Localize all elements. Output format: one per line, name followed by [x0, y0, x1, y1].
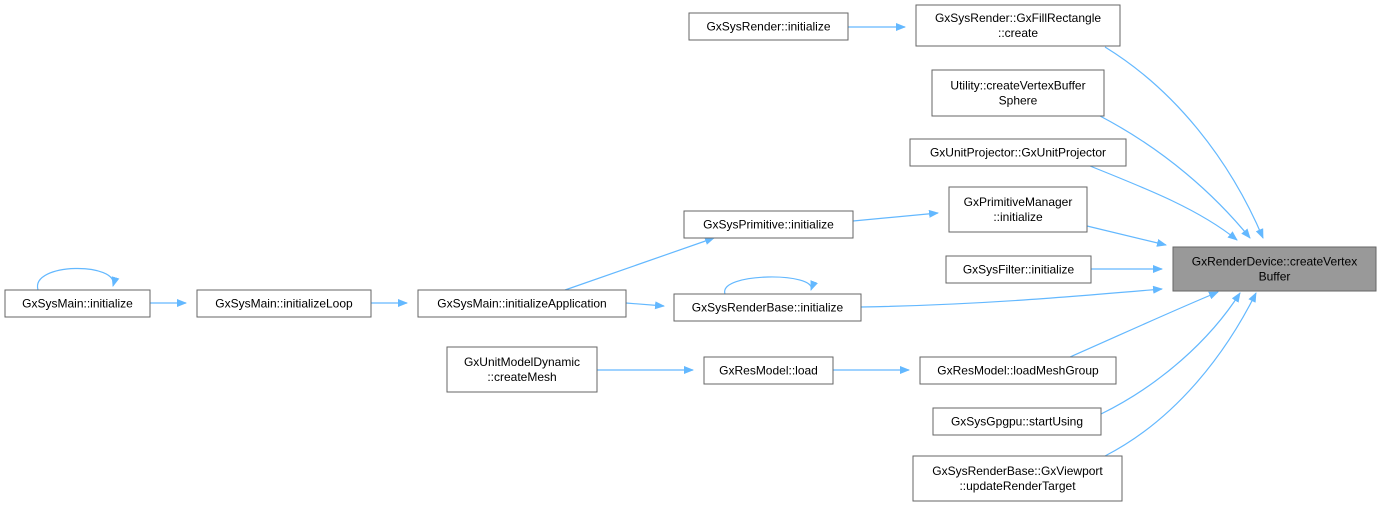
node-box — [948, 186, 1088, 233]
node-label-line: GxSysGpgpu::startUsing — [951, 415, 1083, 429]
node-label-line: ::create — [998, 26, 1038, 40]
node-label-line: GxSysMain::initializeLoop — [215, 297, 353, 311]
node-label-line: GxSysMain::initialize — [22, 297, 133, 311]
edge-line — [1086, 225, 1167, 247]
node-label-line: GxSysPrimitive::initialize — [703, 218, 834, 232]
edge-line — [1100, 292, 1241, 415]
node-label-line: GxSysRender::initialize — [706, 20, 830, 34]
node-viewport-update[interactable]: GxSysRenderBase::GxViewport::updateRende… — [912, 455, 1123, 502]
node-label-line: GxSysRenderBase::GxViewport — [932, 464, 1103, 478]
edge-line — [1104, 46, 1264, 239]
node-label-line: GxSysRenderBase::initialize — [692, 301, 844, 315]
node-box — [932, 407, 1102, 436]
edge-loadmeshgroup-to-target — [1069, 291, 1219, 358]
node-target[interactable]: GxRenderDevice::createVertexBuffer — [1172, 246, 1377, 292]
node-loadmeshgroup[interactable]: GxResModel::loadMeshGroup — [919, 356, 1117, 385]
node-unitprojector[interactable]: GxUnitProjector::GxUnitProjector — [909, 138, 1127, 167]
node-box — [1172, 246, 1377, 292]
node-box — [673, 293, 862, 322]
edge-line — [724, 276, 818, 295]
edge-primmgr_init-to-target — [1086, 225, 1167, 247]
node-label-line: GxSysFilter::initialize — [963, 263, 1075, 277]
node-box — [4, 289, 151, 318]
edge-renderbase_init-to-renderbase_init — [724, 276, 818, 295]
node-box — [909, 138, 1127, 167]
edge-line — [1069, 291, 1219, 358]
edge-line — [564, 237, 715, 291]
edge-line — [1089, 165, 1238, 241]
edge-main_initapp-to-sysprim_init — [564, 237, 715, 291]
node-label-line: ::initialize — [993, 210, 1043, 224]
edge-viewport_update-to-target — [1104, 292, 1257, 457]
node-label-line: Buffer — [1259, 270, 1291, 284]
node-main-initloop[interactable]: GxSysMain::initializeLoop — [196, 289, 372, 318]
edge-gpgpu_start-to-target — [1100, 292, 1241, 415]
node-box — [919, 356, 1117, 385]
edge-line — [1099, 115, 1251, 239]
node-sysfilter-init[interactable]: GxSysFilter::initialize — [945, 255, 1092, 284]
edge-line — [37, 267, 120, 291]
node-fillrect-create[interactable]: GxSysRender::GxFillRectangle::create — [915, 4, 1121, 47]
node-label-line: Utility::createVertexBuffer — [950, 79, 1085, 93]
node-box — [196, 289, 372, 318]
node-label-line: Sphere — [999, 94, 1038, 108]
edge-main_initapp-to-renderbase_init — [625, 301, 665, 310]
node-renderbase-init[interactable]: GxSysRenderBase::initialize — [673, 293, 862, 322]
node-box — [683, 210, 854, 239]
node-primmgr-init[interactable]: GxPrimitiveManager::initialize — [948, 186, 1088, 233]
node-box — [417, 289, 627, 318]
edge-sysprim_init-to-primmgr_init — [852, 209, 939, 222]
node-label-line: ::createMesh — [487, 370, 556, 384]
node-box — [931, 69, 1105, 117]
nodes-layer: GxRenderDevice::createVertexBufferGxSysR… — [4, 4, 1377, 502]
edge-renderbase_init-to-target — [860, 285, 1163, 308]
node-resmodel-load[interactable]: GxResModel::load — [703, 356, 834, 385]
node-sysprim-init[interactable]: GxSysPrimitive::initialize — [683, 210, 854, 239]
node-label-line: GxResModel::load — [719, 364, 818, 378]
edge-line — [625, 301, 665, 310]
node-box — [915, 4, 1121, 47]
node-label-line: GxSysRender::GxFillRectangle — [935, 11, 1101, 25]
edge-line — [860, 285, 1163, 308]
node-box — [703, 356, 834, 385]
edge-line — [852, 209, 939, 222]
node-box — [912, 455, 1123, 502]
node-box — [688, 12, 849, 41]
node-label-line: GxUnitModelDynamic — [464, 355, 580, 369]
node-label-line: GxPrimitiveManager — [964, 195, 1073, 209]
node-label-line: GxRenderDevice::createVertex — [1192, 255, 1357, 269]
edges-layer — [37, 23, 1264, 457]
edge-util_sphere-to-target — [1099, 115, 1251, 239]
node-label-line: GxResModel::loadMeshGroup — [937, 364, 1099, 378]
node-main-init[interactable]: GxSysMain::initialize — [4, 289, 151, 318]
edge-line — [1104, 292, 1257, 457]
node-label-line: GxUnitProjector::GxUnitProjector — [930, 146, 1106, 160]
edge-fillrect_create-to-target — [1104, 46, 1264, 239]
node-sysrender-init[interactable]: GxSysRender::initialize — [688, 12, 849, 41]
node-label-line: ::updateRenderTarget — [959, 479, 1076, 493]
node-label-line: GxSysMain::initializeApplication — [437, 297, 606, 311]
node-box — [945, 255, 1092, 284]
node-gpgpu-start[interactable]: GxSysGpgpu::startUsing — [932, 407, 1102, 436]
node-box — [446, 346, 598, 393]
edge-unitprojector-to-target — [1089, 165, 1238, 241]
node-main-initapp[interactable]: GxSysMain::initializeApplication — [417, 289, 627, 318]
edge-main_init-to-main_init — [37, 267, 120, 291]
node-createmesh[interactable]: GxUnitModelDynamic::createMesh — [446, 346, 598, 393]
